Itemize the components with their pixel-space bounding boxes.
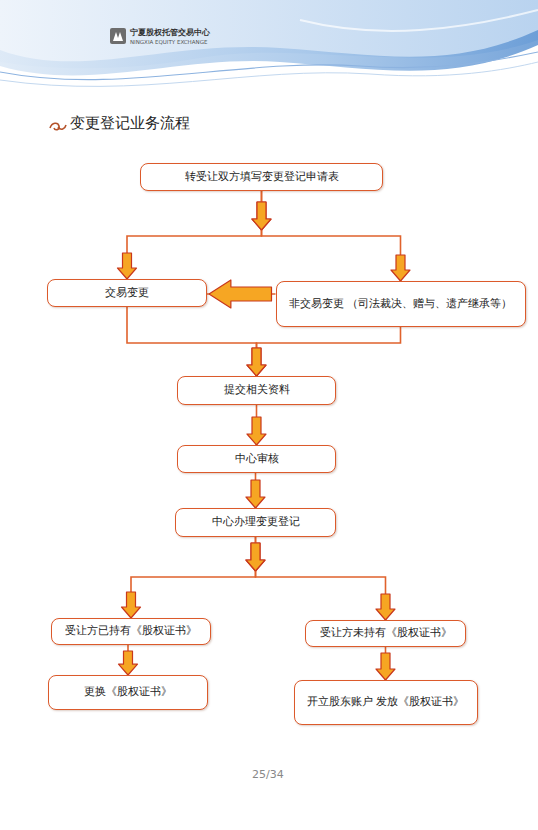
process-box: 提交相关资料 — [177, 376, 336, 405]
flow-connector — [118, 191, 272, 279]
block-arrowhead — [376, 653, 395, 680]
box-text: 交易变更 — [105, 286, 149, 300]
logo-emblem — [110, 28, 126, 44]
connector-line — [131, 537, 256, 618]
flow-connector — [376, 647, 395, 680]
box-text: 提交相关资料 — [224, 383, 290, 397]
flow-connector — [247, 327, 401, 376]
flow-connector — [246, 537, 395, 620]
org-name-english: NINGXIA EQUITY EXCHANGE — [130, 39, 207, 46]
connector-line — [257, 327, 401, 376]
flow-connector — [246, 473, 265, 508]
process-box: 开立股东账户 发放《股权证书》 — [294, 680, 478, 725]
flow-connector — [119, 645, 138, 675]
header-wave-line — [300, 10, 538, 31]
connector-line — [262, 191, 401, 281]
block-arrowhead — [252, 202, 271, 230]
box-text: 中心审核 — [235, 452, 279, 466]
flow-connector — [247, 405, 266, 445]
flow-connector — [122, 537, 266, 618]
process-box: 更换《股权证书》 — [48, 675, 208, 710]
header-wave — [0, 30, 538, 75]
block-arrowhead — [209, 280, 272, 308]
org-name: 宁夏股权托管交易中心 — [130, 28, 210, 38]
flow-connector — [207, 280, 276, 308]
process-box: 受让方未持有《股权证书》 — [305, 620, 466, 647]
box-text: 受让方未持有《股权证书》 — [320, 626, 452, 640]
page-number: 25/34 — [252, 768, 284, 781]
flow-connector — [127, 307, 266, 376]
process-box: 交易变更 — [47, 279, 207, 307]
box-text: 开立股东账户 发放《股权证书》 — [307, 695, 465, 709]
process-box: 转受让双方填写变更登记申请表 — [140, 163, 383, 191]
box-text: 受让方已持有《股权证书》 — [65, 624, 197, 638]
block-arrowhead — [122, 592, 141, 618]
flow-connector — [252, 191, 410, 281]
block-arrowhead — [391, 255, 410, 281]
box-text: 中心办理变更登记 — [212, 515, 300, 529]
block-arrowhead — [246, 543, 265, 571]
block-arrowhead — [376, 594, 395, 620]
block-arrowhead — [247, 348, 266, 376]
block-arrowhead — [246, 480, 265, 508]
block-arrowhead — [247, 417, 266, 445]
process-box: 中心审核 — [177, 445, 336, 473]
box-text: 转受让双方填写变更登记申请表 — [185, 170, 339, 184]
process-box: 中心办理变更登记 — [175, 508, 336, 537]
process-box: 非交易变更 （司法裁决、赠与、遗产继承等） — [276, 281, 526, 327]
box-text: 更换《股权证书》 — [84, 685, 172, 699]
block-arrowhead — [247, 348, 266, 376]
process-box: 受让方已持有《股权证书》 — [51, 618, 211, 645]
block-arrowhead — [246, 543, 265, 571]
block-arrowhead — [252, 202, 271, 230]
page-title: 变更登记业务流程 — [70, 114, 190, 133]
box-text: 非交易变更 （司法裁决、赠与、遗产继承等） — [289, 297, 513, 311]
connector-line — [127, 307, 257, 376]
block-arrowhead — [119, 651, 138, 675]
connector-line — [256, 537, 386, 620]
connector-line — [127, 191, 262, 279]
block-arrowhead — [118, 253, 137, 279]
header-wave-line — [0, 62, 538, 86]
title-ornament — [50, 123, 66, 130]
